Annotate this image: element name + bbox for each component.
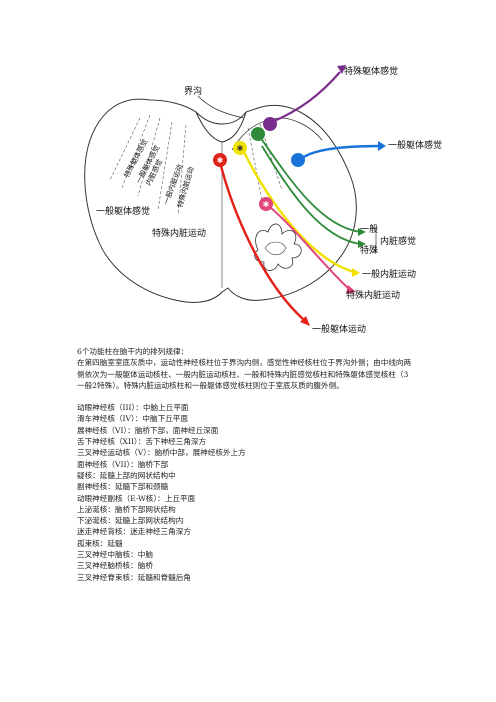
general-visceral-motor-fiber [240,147,355,274]
brainstem-diagram: ✱ ✱ ✱ 界沟 特殊躯体感觉 一般躯体感觉 一般躯体感觉 特殊内脏运动 一般 … [0,0,496,345]
nucleus-item: 面神经核（VII）：脑桥下部 [77,459,169,469]
svg-text:✱: ✱ [237,144,244,153]
inner-cap [231,117,323,151]
label-special-somatic-sensory: 特殊躯体感觉 [344,65,398,77]
olive-folds [254,223,302,271]
label-sulcus: 界沟 [184,85,202,97]
sulcus-pointer [197,95,245,119]
label-special-visceral-motor-left: 特殊内脏运动 [152,227,206,239]
nucleus-item: 三叉神经脊束核：延髓和脊髓后角 [77,572,191,582]
nucleus-item: 三叉神经中脑核：中脑 [77,550,153,560]
nucleus-item: 三叉神经脑桥核：脑桥 [77,561,153,571]
general-somatic-sensory-nucleus [291,153,305,167]
nucleus-item: 三叉神经运动核（V）：脑桥中部，展神经核外上方 [77,448,246,458]
special-visceral-motor-nucleus [259,197,273,211]
special-visceral-motor-fiber [265,203,351,291]
visceral-sensory-nucleus [251,127,265,141]
special-somatic-sensory-nucleus [263,117,277,131]
nucleus-item: 孤束核：延髓 [77,538,123,548]
nucleus-item: 上泌涎核：脑桥下部网状结构 [77,504,176,514]
visceral-sensory-fiber [257,133,361,233]
nucleus-item: 迷走神经背核：迷走神经三角深方 [77,527,191,537]
nucleus-item: 滑车神经核（IV）：中脑下丘平面 [77,414,188,424]
general-somatic-motor-fiber [218,161,305,321]
text-body: 6个功能柱在脑干内的排列规律： 在第四脑室室底灰质中，运动性神经核柱位于界沟内侧… [77,346,417,583]
nucleus-item: 副神经核：延髓下部和颈髓 [77,482,169,492]
nucleus-item: 展神经核（VI）：脑桥下部，面神经丘深面 [77,425,219,435]
nucleus-item: 动眼神经副核（E-W核）：上丘平面 [77,493,196,503]
general-somatic-motor-nucleus [213,153,227,167]
general-visceral-motor-nucleus [233,141,247,155]
label-general-small: 一般 [360,223,378,235]
brainstem-outline [84,98,357,303]
section-title: 6个功能柱在脑干内的排列规律： [77,347,189,356]
label-special-visceral-motor-right: 特殊内脏运动 [346,289,400,301]
nucleus-item: 下泌涎核：延髓上部网状结构内 [77,516,184,526]
label-general-somatic-motor: 一般躯体运动 [312,323,366,335]
special-somatic-sensory-fiber [271,71,341,124]
label-general-visceral-motor: 一般内脏运动 [362,268,416,280]
nucleus-item: 动眼神经核（III）：中脑上丘平面 [77,403,189,413]
label-special-small: 特殊 [360,244,378,256]
section-paragraph: 在第四脑室室底灰质中，运动性神经核柱位于界沟内侧，感觉性神经核柱位于界沟外侧；由… [77,358,412,390]
label-visceral-sensory: 内脏感觉 [380,235,416,247]
nucleus-item: 舌下神经核（XII）：舌下神经三角深方 [77,437,207,447]
label-general-somatic-sensory-right: 一般躯体感觉 [388,139,442,151]
svg-text:✱: ✱ [217,156,224,165]
label-general-somatic-sensory-left: 一般躯体感觉 [96,205,150,217]
svg-text:✱: ✱ [263,200,270,209]
nucleus-item: 疑核：延髓上部的网状结构中 [77,470,176,480]
